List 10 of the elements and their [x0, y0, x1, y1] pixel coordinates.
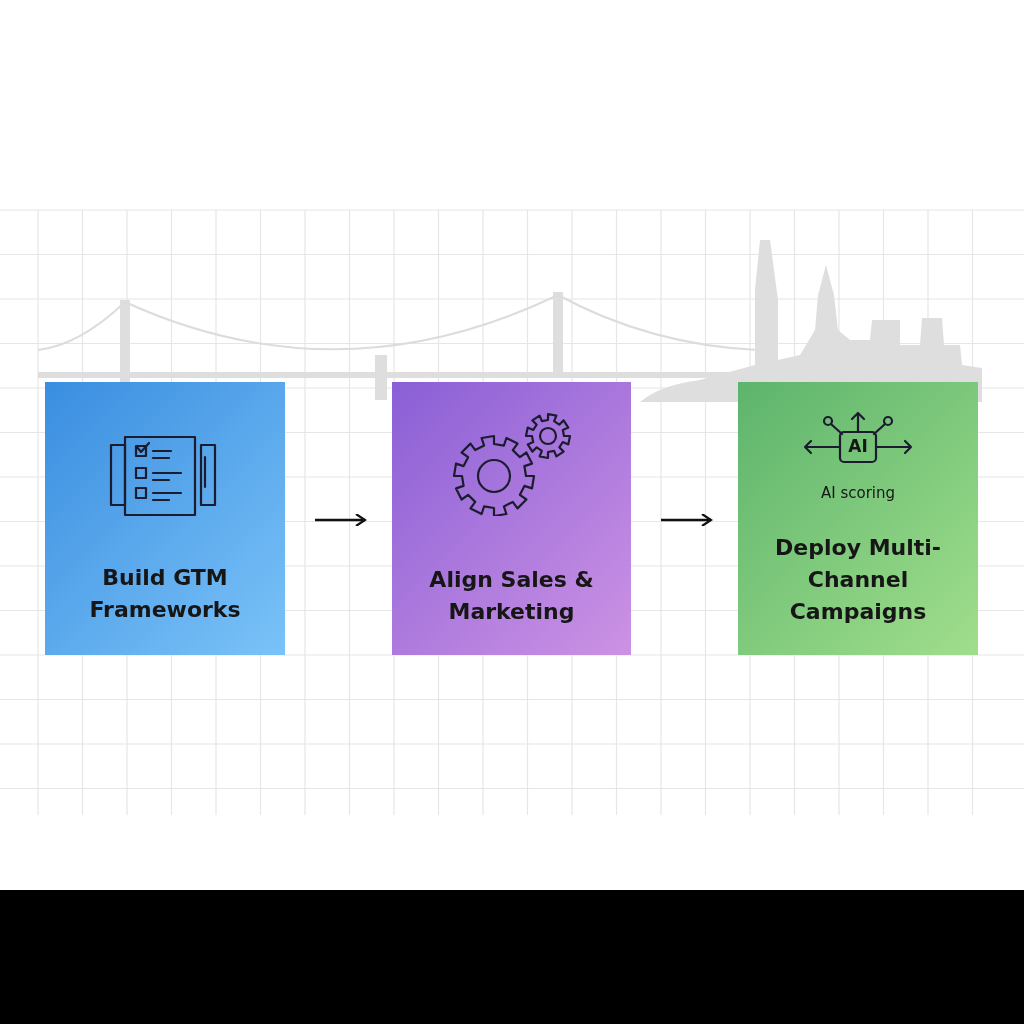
step-title: Align Sales & Marketing — [428, 566, 595, 626]
caption-text: AI scoring — [819, 484, 897, 502]
arrow — [315, 512, 367, 528]
step-title: Build GTM Frameworks — [88, 564, 242, 624]
process-card — [45, 382, 285, 655]
arrow — [661, 512, 713, 528]
icon-label: AI — [847, 436, 869, 456]
process-card — [392, 382, 631, 655]
step-title: Deploy Multi-Channel Campaigns — [774, 534, 942, 626]
process-card — [738, 382, 978, 655]
